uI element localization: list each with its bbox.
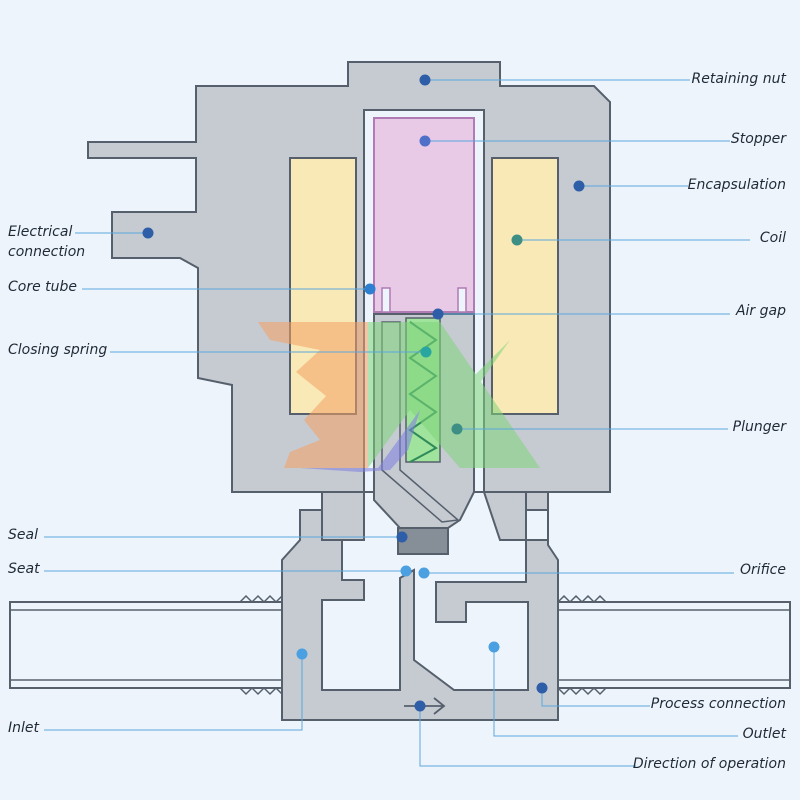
core-tube-lower-right — [482, 491, 527, 541]
label-direction-of-operation: Direction of operation — [633, 756, 786, 772]
marker-dots — [142, 74, 585, 712]
label-core-tube: Core tube — [8, 279, 77, 295]
label-plunger: Plunger — [733, 419, 788, 435]
label-process-connection: Process connection — [651, 696, 786, 712]
label-orifice: Orifice — [740, 562, 786, 578]
stopper-notch-right — [457, 287, 467, 313]
label-closing-spring: Closing spring — [8, 342, 107, 358]
watermark-logo — [258, 322, 540, 472]
stopper-notch-left — [381, 287, 391, 313]
label-retaining-nut: Retaining nut — [691, 71, 786, 87]
label-outlet: Outlet — [743, 726, 787, 742]
leader-lines — [44, 79, 750, 767]
inlet-pipe — [9, 594, 283, 696]
label-coil: Coil — [760, 230, 786, 246]
label-electrical-connection-line2: connection — [8, 244, 85, 260]
valve-body — [281, 491, 559, 721]
label-stopper: Stopper — [731, 131, 787, 147]
stopper-shape — [373, 117, 475, 313]
label-electrical-connection-line1: Electrical — [8, 224, 72, 240]
label-inlet: Inlet — [8, 720, 40, 736]
label-encapsulation: Encapsulation — [688, 177, 786, 193]
label-seat: Seat — [8, 561, 40, 577]
label-seal: Seal — [8, 527, 38, 543]
seal-shape — [397, 527, 449, 555]
label-air-gap: Air gap — [735, 303, 786, 319]
core-tube-lower-left — [321, 491, 365, 541]
outlet-pipe — [527, 594, 791, 696]
coil-right — [491, 157, 559, 415]
